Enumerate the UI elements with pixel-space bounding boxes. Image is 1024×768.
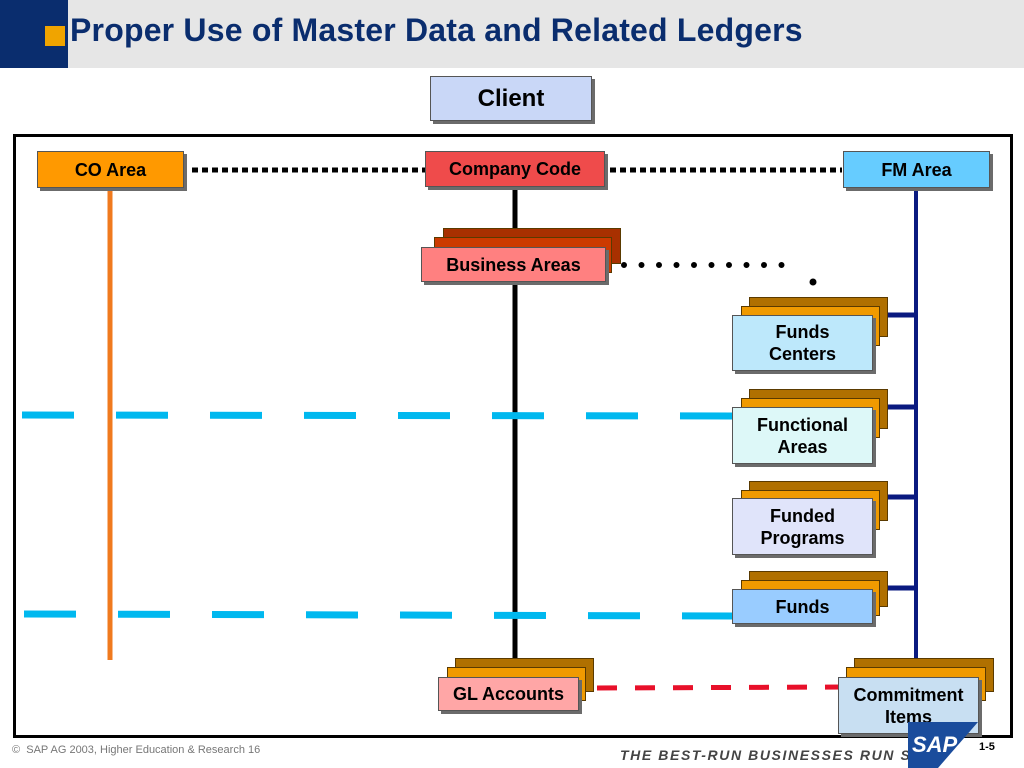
title-bullet-icon <box>45 26 65 46</box>
copyright-icon: © <box>12 744 21 756</box>
company-code-box: Company Code <box>425 151 605 187</box>
client-box: Client <box>430 76 592 121</box>
dashed-line-upper <box>21 411 736 420</box>
dashed-line-lower <box>23 610 736 620</box>
page-number: 1-5 <box>979 741 995 753</box>
fm-area-box: FM Area <box>843 151 990 188</box>
copyright-text: SAP AG 2003, Higher Education & Research… <box>26 744 261 756</box>
diagram-frame <box>13 134 1013 738</box>
funds-box: Funds <box>732 589 873 624</box>
footer-copyright: © SAP AG 2003, Higher Education & Resear… <box>12 744 260 756</box>
gl-accounts-box: GL Accounts <box>438 677 579 711</box>
company-code-label: Company Code <box>448 159 581 179</box>
funds-centers-label: Funds Centers <box>768 322 837 364</box>
sap-logo-text: SAP <box>912 732 958 757</box>
funds-centers-box: Funds Centers <box>732 315 873 371</box>
footer-slogan: THE BEST-RUN BUSINESSES RUN SAP <box>620 747 935 763</box>
funded-programs-label: Funded Programs <box>760 505 845 548</box>
funds-label: Funds <box>775 596 830 617</box>
fm-area-label: FM Area <box>881 159 952 180</box>
business-areas-link-end <box>809 278 817 286</box>
business-areas-box: Business Areas <box>421 247 606 282</box>
gl-accounts-label: GL Accounts <box>452 684 564 704</box>
funded-programs-box: Funded Programs <box>732 498 873 555</box>
functional-areas-label: Functional Areas <box>757 414 848 457</box>
sap-logo-icon: SAP <box>908 722 978 768</box>
header-bar <box>0 0 1024 68</box>
business-areas-label: Business Areas <box>446 254 581 275</box>
functional-areas-box: Functional Areas <box>732 407 873 464</box>
commitment-items-label: Commitment Items <box>853 684 964 727</box>
co-area-label: CO Area <box>74 159 147 180</box>
co-area-box: CO Area <box>37 151 184 188</box>
page-title: Proper Use of Master Data and Related Le… <box>70 12 803 48</box>
client-label: Client <box>477 84 545 112</box>
gl-commitment-dashed-link <box>596 684 843 691</box>
